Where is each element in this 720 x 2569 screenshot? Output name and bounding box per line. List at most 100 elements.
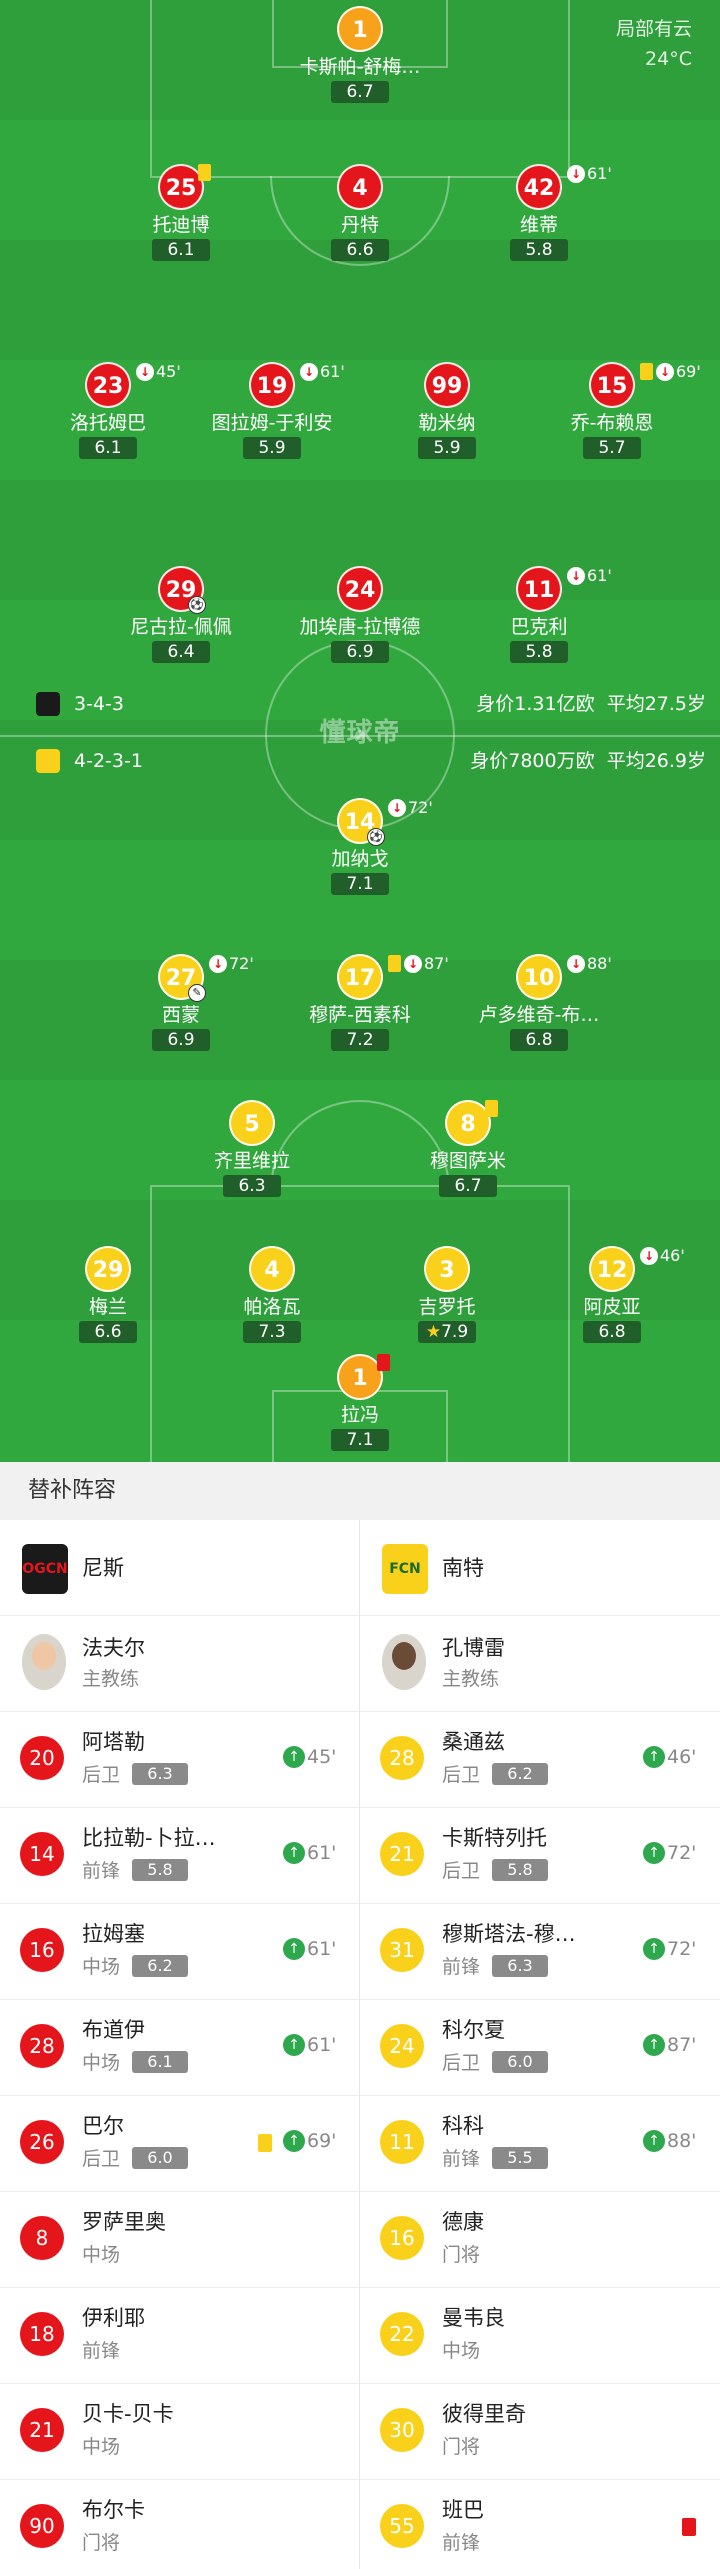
away-player-gk[interactable]: 1 拉冯 7.1 xyxy=(275,1354,445,1451)
home-player[interactable]: 42 ↓61' 维蒂 5.8 xyxy=(454,164,624,261)
sub-name: 班巴 xyxy=(442,2498,484,2522)
away-player[interactable]: 12 ↓46' 阿皮亚 6.8 xyxy=(527,1246,697,1343)
sub-out-icon: ↓ xyxy=(209,954,227,973)
player-name: 吉罗托 xyxy=(418,1296,476,1318)
player-rating: 6.1 xyxy=(152,239,210,261)
sub-out-icon: ↓ xyxy=(300,362,318,381)
coach-role: 主教练 xyxy=(82,1668,140,1690)
away-player[interactable]: 14⚽ ↓72' 加纳戈 7.1 xyxy=(275,798,445,895)
player-number: 8 xyxy=(445,1100,491,1146)
sub-number: 24 xyxy=(380,2024,424,2068)
away-player[interactable]: 4 帕洛瓦 7.3 xyxy=(187,1246,357,1343)
away-team-bar: 4-2-3-1 xyxy=(36,746,143,776)
away-player[interactable]: 17 ↓87' 穆萨-西素科 7.2 xyxy=(275,954,449,1051)
away-team-header[interactable]: FCN 南特 xyxy=(360,1520,720,1616)
sub-out-mark: ↓87' xyxy=(388,954,449,973)
home-player[interactable]: 29⚽ 尼古拉-佩佩 6.4 xyxy=(96,566,266,663)
away-coach[interactable]: 孔博雷 主教练 xyxy=(360,1616,720,1712)
weather-info: 局部有云 24°C xyxy=(616,14,692,74)
home-coach[interactable]: 法夫尔 主教练 xyxy=(0,1616,360,1712)
sub-name: 布尔卡 xyxy=(82,2498,145,2522)
home-team-header[interactable]: OGCN 尼斯 xyxy=(0,1520,360,1616)
sub-out-mark: ↓61' xyxy=(567,164,612,183)
sub-number: 20 xyxy=(20,1736,64,1780)
player-name: 托迪博 xyxy=(152,214,210,236)
away-player[interactable]: 5 齐里维拉 6.3 xyxy=(167,1100,337,1197)
away-value: 身价7800万欧 xyxy=(470,750,595,772)
sub-in-mark: ↑61' xyxy=(283,1938,336,1960)
player-rating: 5.8 xyxy=(510,641,568,663)
sub-out-icon: ↓ xyxy=(567,566,585,585)
sub-position: 中场 xyxy=(82,2436,121,2458)
away-player[interactable]: 8 穆图萨米 6.7 xyxy=(383,1100,553,1197)
sub-name: 巴尔 xyxy=(82,2114,124,2138)
sub-out-icon: ↓ xyxy=(567,164,585,183)
home-player-gk[interactable]: 1 卡斯帕-舒梅… 6.7 xyxy=(275,6,445,103)
player-name: 阿皮亚 xyxy=(583,1296,641,1318)
player-number: 12 xyxy=(589,1246,635,1292)
sub-number: 14 xyxy=(20,1832,64,1876)
player-rating: 7.1 xyxy=(331,873,389,895)
home-player[interactable]: 11 ↓61' 巴克利 5.8 xyxy=(454,566,624,663)
sub-in-mark: ↑72' xyxy=(643,1938,696,1960)
sub-rating: 6.0 xyxy=(132,2147,188,2169)
home-player[interactable]: 19 ↓61' 图拉姆-于利安 5.9 xyxy=(187,362,357,459)
star-icon: ★ xyxy=(425,1322,442,1342)
sub-number: 8 xyxy=(20,2216,64,2260)
away-player[interactable]: 27✎ ↓72' 西蒙 6.9 xyxy=(96,954,266,1051)
player-name: 卡斯帕-舒梅… xyxy=(299,56,421,78)
player-rating: 5.7 xyxy=(583,437,641,459)
sub-position: 门将 xyxy=(442,2244,481,2266)
player-rating: 7.1 xyxy=(331,1429,389,1451)
red-card-icon xyxy=(377,1354,393,1371)
home-player[interactable]: 25 托迪博 6.1 xyxy=(96,164,266,261)
sub-rating: 5.8 xyxy=(492,1859,548,1881)
away-player[interactable]: 3 吉罗托 ★7.9 xyxy=(362,1246,532,1343)
sub-out-mark: ↓72' xyxy=(209,954,254,973)
player-name: 洛托姆巴 xyxy=(69,412,146,434)
sub-in-icon: ↑ xyxy=(283,2130,305,2152)
sub-name: 彼得里奇 xyxy=(442,2402,526,2426)
away-player[interactable]: 10 ↓88' 卢多维奇-布… 6.8 xyxy=(454,954,624,1051)
sub-out-icon: ↓ xyxy=(136,362,154,381)
sub-rating: 6.3 xyxy=(132,1763,188,1785)
player-number: 24 xyxy=(337,566,383,612)
home-player[interactable]: 23 ↓45' 洛托姆巴 6.1 xyxy=(23,362,193,459)
player-number: 1 xyxy=(337,1354,383,1400)
home-player[interactable]: 15 ↓69' 乔-布赖恩 5.7 xyxy=(527,362,701,459)
sub-position: 门将 xyxy=(82,2532,121,2554)
player-number: 1 xyxy=(337,6,383,52)
home-player[interactable]: 99 勒米纳 5.9 xyxy=(362,362,532,459)
home-player[interactable]: 24 加埃唐-拉博德 6.9 xyxy=(275,566,445,663)
sub-number: 16 xyxy=(20,1928,64,1972)
away-player[interactable]: 29 梅兰 6.6 xyxy=(23,1246,193,1343)
away-age: 平均26.9岁 xyxy=(606,750,706,772)
home-team-name: 尼斯 xyxy=(82,1556,124,1580)
player-rating: 6.3 xyxy=(223,1175,281,1197)
home-player[interactable]: 4 丹特 6.6 xyxy=(275,164,445,261)
sub-in-icon: ↑ xyxy=(283,1842,305,1864)
yellow-card-icon xyxy=(258,2134,272,2152)
sub-position: 中场 xyxy=(82,2244,121,2266)
sub-in-mark: ↑61' xyxy=(283,1842,336,1864)
goal-ball-icon: ⚽ xyxy=(367,828,385,846)
